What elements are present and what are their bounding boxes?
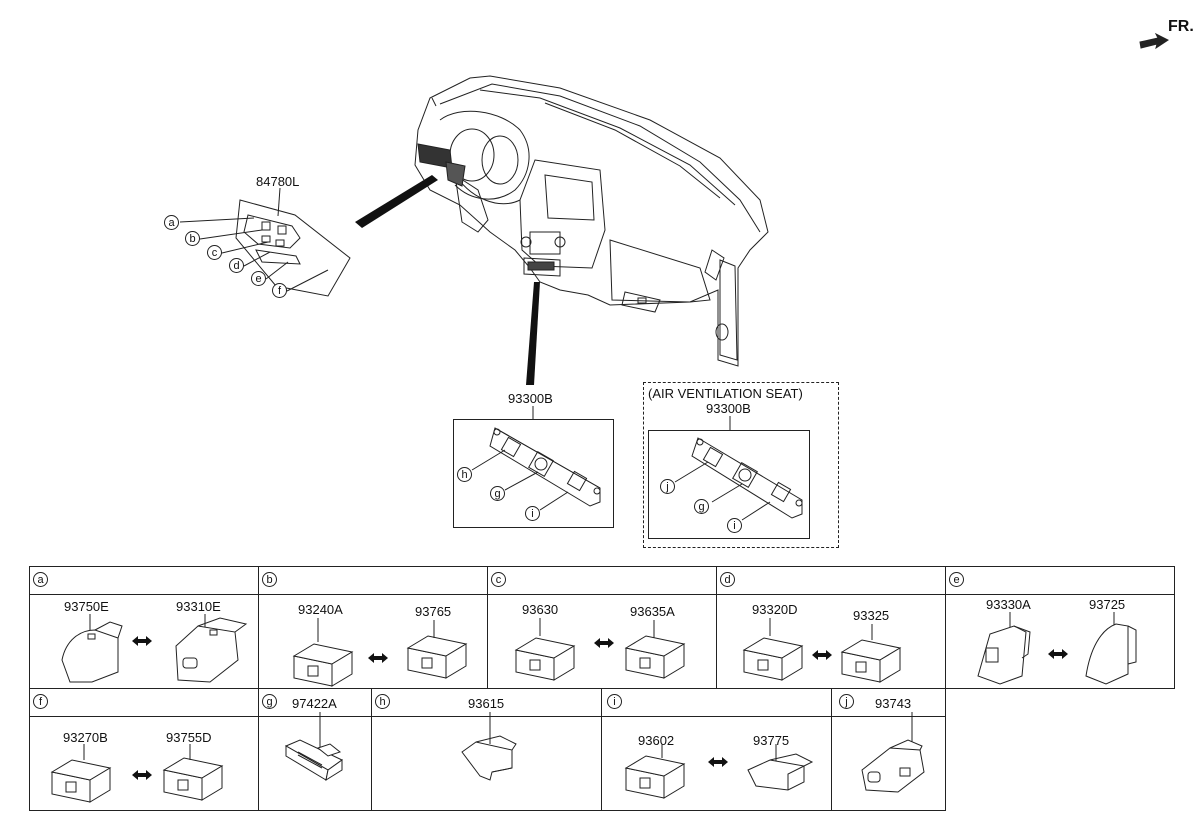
part-number-e-2: 93725 <box>1089 597 1126 612</box>
callout-e: e <box>251 271 266 286</box>
vent-panel-dashed-frame <box>643 382 839 548</box>
part-number-g-1: 97422A <box>292 696 337 711</box>
vent-panel-title: (AIR VENTILATION SEAT) <box>648 386 803 401</box>
switch-93725-drawing <box>1085 612 1137 685</box>
part-number-a-2: 93310E <box>176 599 221 614</box>
legend-letter-b: b <box>262 572 277 587</box>
switch-93320D-drawing <box>743 637 803 681</box>
vent-switch-panel-drawing <box>674 416 803 521</box>
switch-93270B-drawing <box>51 759 111 803</box>
callout-g-vent: g <box>694 499 709 514</box>
legend-letter-e: e <box>949 572 964 587</box>
callout-b: b <box>185 231 200 246</box>
legend-letter-a: a <box>33 572 48 587</box>
callout-d: d <box>229 258 244 273</box>
part-number-f-2: 93755D <box>166 730 212 745</box>
legend-switch-illustrations <box>51 612 1137 803</box>
vent-panel-frame <box>648 430 810 539</box>
callout-c: c <box>207 245 222 260</box>
callout-a: a <box>164 215 179 230</box>
callout-f: f <box>272 283 287 298</box>
part-number-j-1: 93743 <box>875 696 912 711</box>
cluster-switch-assembly <box>179 187 351 297</box>
front-direction-arrow-icon <box>1139 32 1169 50</box>
switch-93743-drawing <box>861 712 925 793</box>
legend-letter-c: c <box>491 572 506 587</box>
legend-header-j <box>831 688 946 717</box>
part-number-a-1: 93750E <box>64 599 109 614</box>
legend-letter-d: d <box>720 572 735 587</box>
legend-letter-g: g <box>262 694 277 709</box>
switch-93755D-drawing <box>163 757 223 801</box>
overview-illustration <box>179 32 1169 521</box>
part-number-c-1: 93630 <box>522 602 559 617</box>
center-switch-panel-drawing <box>471 406 601 511</box>
legend-letter-f: f <box>33 694 48 709</box>
center-panel-part-number: 93300B <box>508 391 553 406</box>
switch-93330A-drawing <box>977 612 1031 685</box>
switch-93310E-drawing <box>175 614 248 683</box>
legend-letter-j: j <box>839 694 854 709</box>
part-number-c-2: 93635A <box>630 604 675 619</box>
part-number-b-2: 93765 <box>415 604 452 619</box>
part-number-h-1: 93615 <box>468 696 505 711</box>
part-number-i-2: 93775 <box>753 733 790 748</box>
legend-letter-i: i <box>607 694 622 709</box>
switch-93765-drawing <box>407 635 467 679</box>
part-number-d-1: 93320D <box>752 602 798 617</box>
dashboard-outline <box>414 75 769 367</box>
cluster-part-number: 84780L <box>256 174 300 189</box>
switch-93775-drawing <box>747 744 814 791</box>
switch-93630-drawing <box>515 637 575 681</box>
switch-97422A-drawing <box>284 712 343 782</box>
switch-93750E-drawing <box>61 614 123 683</box>
callout-j-vent: j <box>660 479 675 494</box>
center-panel-frame <box>453 419 614 528</box>
switch-93602-drawing <box>625 755 685 799</box>
switch-93615-drawing <box>461 712 517 781</box>
part-number-f-1: 93270B <box>63 730 108 745</box>
part-number-i-1: 93602 <box>638 733 675 748</box>
callout-i-center: i <box>525 506 540 521</box>
callout-g-center: g <box>490 486 505 501</box>
callout-i-vent: i <box>727 518 742 533</box>
part-number-e-1: 93330A <box>986 597 1031 612</box>
switch-93240A-drawing <box>293 643 353 687</box>
vent-panel-part-number: 93300B <box>706 401 751 416</box>
part-number-d-2: 93325 <box>853 608 890 623</box>
legend-letter-h: h <box>375 694 390 709</box>
switch-93325-drawing <box>841 639 901 683</box>
part-number-b-1: 93240A <box>298 602 343 617</box>
callout-h-center: h <box>457 467 472 482</box>
switch-93635A-drawing <box>625 635 685 679</box>
front-direction-label: FR. <box>1168 18 1194 35</box>
legend-header-e <box>945 566 1175 595</box>
